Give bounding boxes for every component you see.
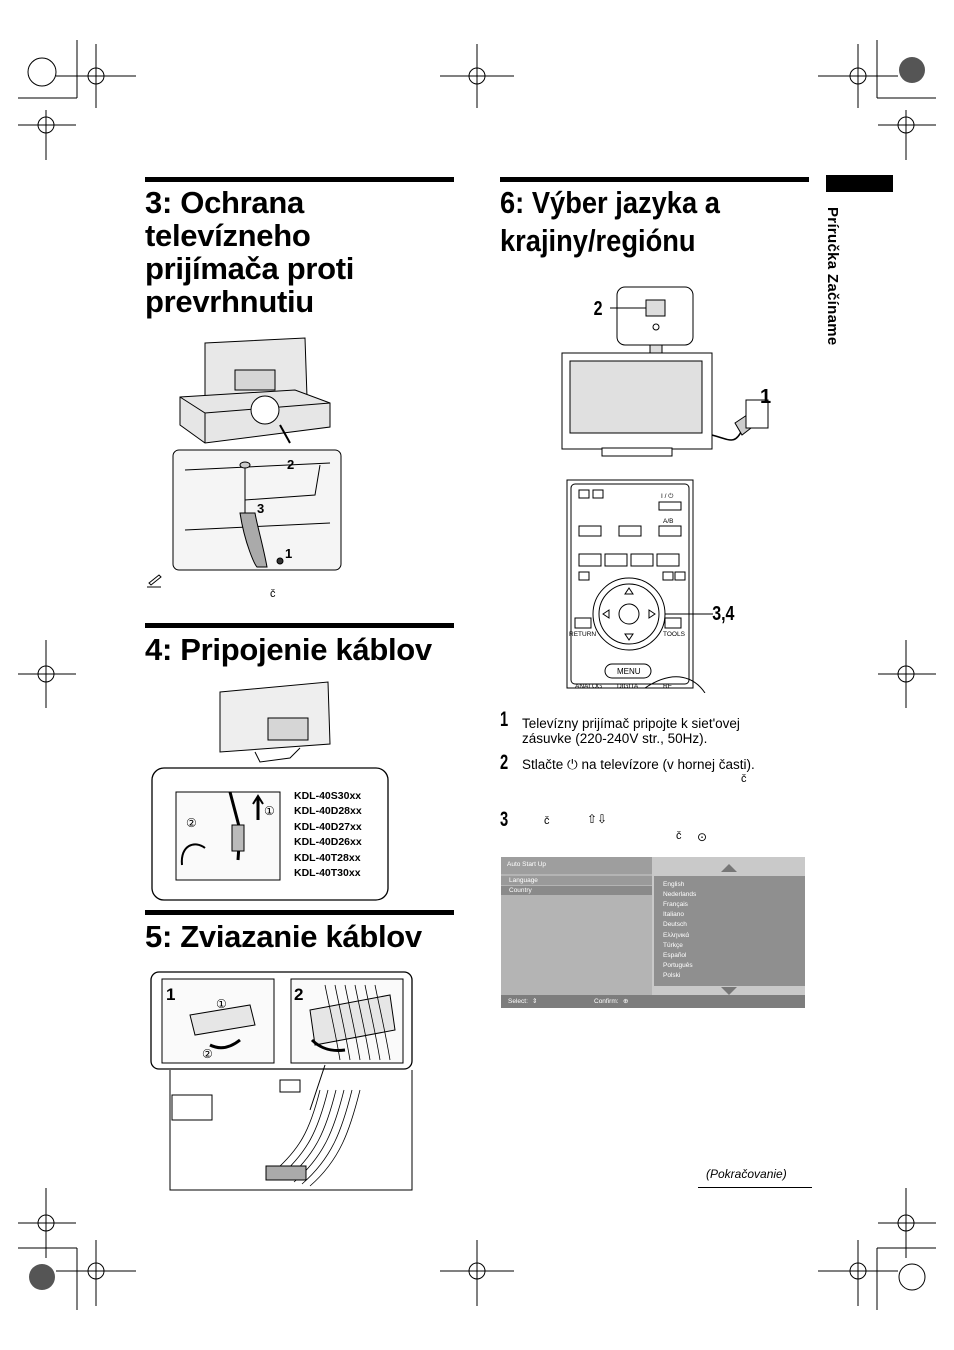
callout-2: 2 — [287, 457, 294, 472]
cable-connection-illustration: ① ② — [151, 681, 389, 901]
step-1-text: Televízny prijímač pripojte k siet'ovej … — [522, 716, 740, 746]
callout-circle-1: ① — [264, 804, 275, 818]
note-char: č — [270, 588, 276, 600]
up-down-arrows-icon: ⇧⇩ — [587, 812, 608, 826]
callout-1: 1 — [285, 546, 292, 561]
section-3-rule — [145, 177, 454, 182]
side-tab-label: Príručka Začíname — [824, 207, 841, 346]
section-6-rule — [500, 177, 809, 182]
model-item: KDL-40T30xx — [294, 867, 361, 880]
step-2-text: Stlačte ⏻ na televízore (v hornej časti)… — [522, 757, 755, 772]
model-item: KDL-40D27xx — [294, 820, 362, 833]
section-3-title-line: 3: Ochrana — [145, 185, 304, 220]
section-6-title-line: 6: Výber jazyka a — [500, 185, 720, 220]
section-5-title: 5: Zviazanie káblov — [145, 919, 422, 954]
panel-label-2: 2 — [294, 985, 303, 1004]
language-option[interactable]: Português — [663, 962, 693, 969]
step-3-char: č — [544, 815, 550, 827]
section-6-title: 6: Výber jazyka a krajiny/regiónu — [500, 184, 720, 260]
return-button-label: RETURN — [569, 631, 596, 638]
osd-menu: Language Country — [501, 874, 652, 995]
callout-2: 2 — [594, 297, 603, 319]
model-item: KDL-40S30xx — [294, 790, 362, 802]
osd-menu-item-country[interactable]: Country — [501, 886, 652, 895]
model-item: KDL-40D28xx — [294, 805, 362, 818]
model-item: KDL-40T28xx — [294, 851, 361, 864]
section-5-rule — [145, 910, 454, 915]
continuation-rule — [698, 1187, 812, 1188]
section-tab-marker — [826, 175, 893, 192]
osd-menu-item-language[interactable]: Language — [501, 876, 652, 885]
cable-tie-illustration: 1 2 ① ② — [150, 971, 413, 1191]
remote-control-illustration: I / ⏻ A/B RETURN TOOLS MENU ANALOG DIGIT… — [566, 479, 734, 693]
confirm-button-icon: ⊙ — [697, 830, 708, 844]
digital-button-label: DIGITA — [617, 683, 639, 690]
section-3-title-line: prevrhnutiu — [145, 284, 314, 319]
callout-3: 3 — [257, 501, 264, 516]
section-4-title: 4: Pripojenie káblov — [145, 632, 432, 667]
osd-header-title: Auto Start Up — [507, 861, 547, 868]
callout-circle-1: ① — [216, 997, 227, 1011]
language-option[interactable]: English — [663, 881, 685, 888]
model-item: KDL-40D26xx — [294, 836, 362, 849]
select-arrows-icon: ⇕ — [532, 998, 538, 1005]
panel-label-1: 1 — [166, 985, 175, 1004]
step-2-number: 2 — [500, 751, 509, 774]
callout-1: 1 — [760, 386, 771, 408]
analog-button-label: ANALOG — [575, 683, 602, 690]
language-option[interactable]: Polski — [663, 972, 681, 979]
tv-power-illustration: 2 1 — [561, 286, 771, 457]
menu-button-label: MENU — [617, 667, 641, 676]
continuation-note: (Pokračovanie) — [706, 1167, 787, 1181]
language-list: English Nederlands Français Italiano Deu… — [654, 876, 805, 986]
model-list: KDL-40S30xx KDL-40D28xx KDL-40D27xx KDL-… — [294, 789, 362, 881]
step-3-number: 3 — [500, 808, 509, 831]
language-option[interactable]: Ελληνικά — [663, 932, 690, 939]
auto-start-up-menu: Auto Start Up Language Country English N… — [501, 857, 805, 1008]
step-2-extra: č — [741, 773, 747, 785]
power-button-label: I / ⏻ — [661, 493, 673, 500]
callout-circle-2: ② — [186, 816, 197, 830]
callout-circle-2: ② — [202, 1047, 213, 1061]
section-3-title-line: televízneho — [145, 218, 311, 253]
section-3-title: 3: Ochrana televízneho prijímača proti p… — [145, 186, 354, 318]
language-option[interactable]: Türkçe — [663, 942, 683, 949]
tools-button-label: TOOLS — [663, 631, 686, 638]
language-option[interactable]: Français — [663, 901, 688, 908]
language-option[interactable]: Nederlands — [663, 891, 697, 898]
section-3-title-line: prijímača proti — [145, 251, 355, 286]
scroll-down-icon[interactable] — [721, 987, 737, 995]
ab-button-label: A/B — [663, 518, 673, 525]
osd-menu-item-label: Language — [509, 877, 538, 884]
osd-menu-item-label: Country — [509, 887, 532, 894]
return2-button-label: RE — [663, 683, 673, 690]
step-1-number: 1 — [500, 708, 509, 731]
osd-header: Auto Start Up — [501, 857, 652, 874]
scroll-up-icon[interactable] — [721, 864, 737, 872]
section-4-rule — [145, 623, 454, 628]
language-option[interactable]: Italiano — [663, 911, 684, 918]
callout-3-4: 3,4 — [712, 602, 734, 624]
osd-footer-select: Select: — [508, 998, 528, 1005]
language-option[interactable]: Español — [663, 952, 687, 959]
tv-strap-illustration: 2 3 1 — [147, 337, 342, 588]
confirm-icon: ⊕ — [623, 998, 629, 1005]
osd-footer: Select: ⇕ Confirm: ⊕ — [501, 995, 805, 1008]
language-option[interactable]: Deutsch — [663, 921, 687, 928]
step-3-char: č — [676, 830, 682, 842]
section-6-title-line: krajiny/regiónu — [500, 223, 696, 258]
osd-footer-confirm: Confirm: — [594, 998, 619, 1005]
